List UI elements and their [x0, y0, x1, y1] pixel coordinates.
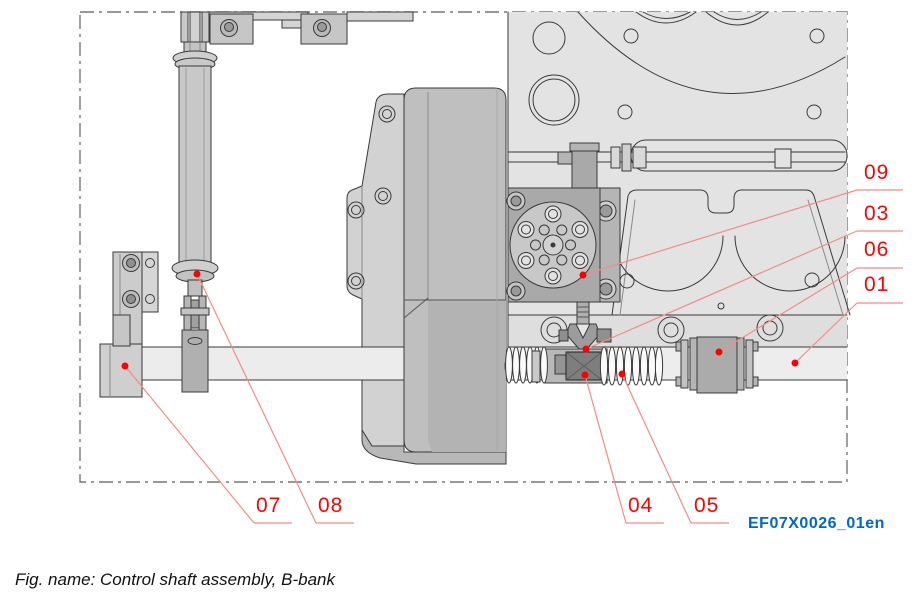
actuator-cylinder: [171, 11, 219, 297]
callout-target-dots: [121, 270, 799, 379]
callout-label-05: 05: [694, 494, 720, 517]
callout-label-03: 03: [864, 202, 890, 225]
housing-foot: [361, 428, 507, 465]
spring-right: [599, 346, 664, 386]
callout-label-09: 09: [864, 161, 890, 184]
pipe-union-fittings: [610, 143, 647, 172]
pipe-clamp: [774, 148, 792, 169]
governor-hub: [506, 187, 601, 303]
figure-code: EF07X0026_01en: [748, 515, 885, 532]
callout-label-01: 01: [864, 273, 890, 296]
clevis-linkage: [558, 301, 612, 351]
callout-label-04: 04: [628, 494, 654, 517]
callout-label-08: 08: [318, 494, 344, 517]
rod-end: [187, 279, 203, 297]
shaft-end-cap: [99, 314, 143, 398]
callout-leader-lines: [124, 189, 903, 524]
lever-clamp: [180, 295, 210, 393]
control-shaft-left: [99, 346, 405, 381]
shaft-coupling: [675, 336, 759, 394]
figure-caption: Fig. name: Control shaft assembly, B-ban…: [15, 570, 335, 589]
spring-trunnion-group: [504, 346, 664, 386]
housing-flange: [346, 93, 405, 447]
callout-label-06: 06: [864, 238, 890, 261]
callout-label-07: 07: [256, 494, 282, 517]
top-mounting-brackets: [205, 11, 414, 45]
drive-housing: [346, 87, 507, 465]
